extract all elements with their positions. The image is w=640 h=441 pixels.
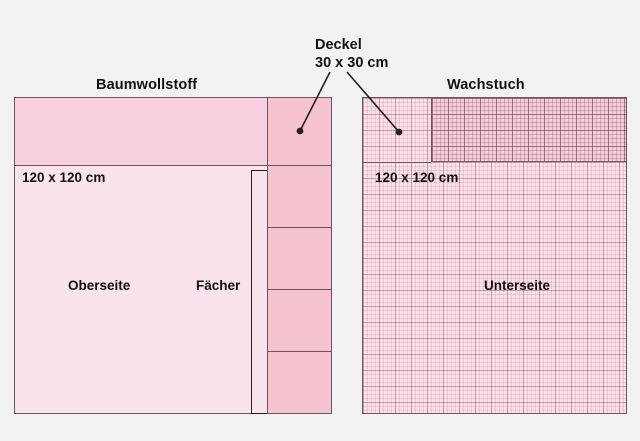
- faecher-compartment: [268, 166, 331, 228]
- cotton-fabric-panel: [14, 97, 332, 414]
- oilcloth-panel: [362, 97, 627, 414]
- label-unterseite: Unterseite: [484, 278, 551, 293]
- deckel-callout: Deckel 30 x 30 cm: [315, 36, 388, 72]
- faecher-compartment: [268, 290, 331, 352]
- label-faecher: Fächer: [196, 278, 241, 293]
- oilcloth-dark-region: [431, 98, 626, 162]
- cotton-panel-heading: Baumwollstoff: [96, 77, 198, 93]
- cotton-right-column: [267, 98, 331, 413]
- oilcloth-dimension-label: 120 x 120 cm: [375, 170, 459, 185]
- deckel-callout-title: Deckel: [315, 37, 362, 53]
- oilcloth-deckel-divider: [363, 162, 431, 163]
- oilcloth-panel-heading: Wachstuch: [447, 77, 525, 93]
- faecher-compartment: [268, 352, 331, 413]
- faecher-compartment: [268, 228, 331, 290]
- deckel-piece: [268, 98, 331, 166]
- faecher-bracket: [251, 170, 267, 414]
- cotton-dimension-label: 120 x 120 cm: [22, 170, 106, 185]
- label-oberseite: Oberseite: [68, 278, 131, 293]
- deckel-callout-size: 30 x 30 cm: [315, 55, 389, 71]
